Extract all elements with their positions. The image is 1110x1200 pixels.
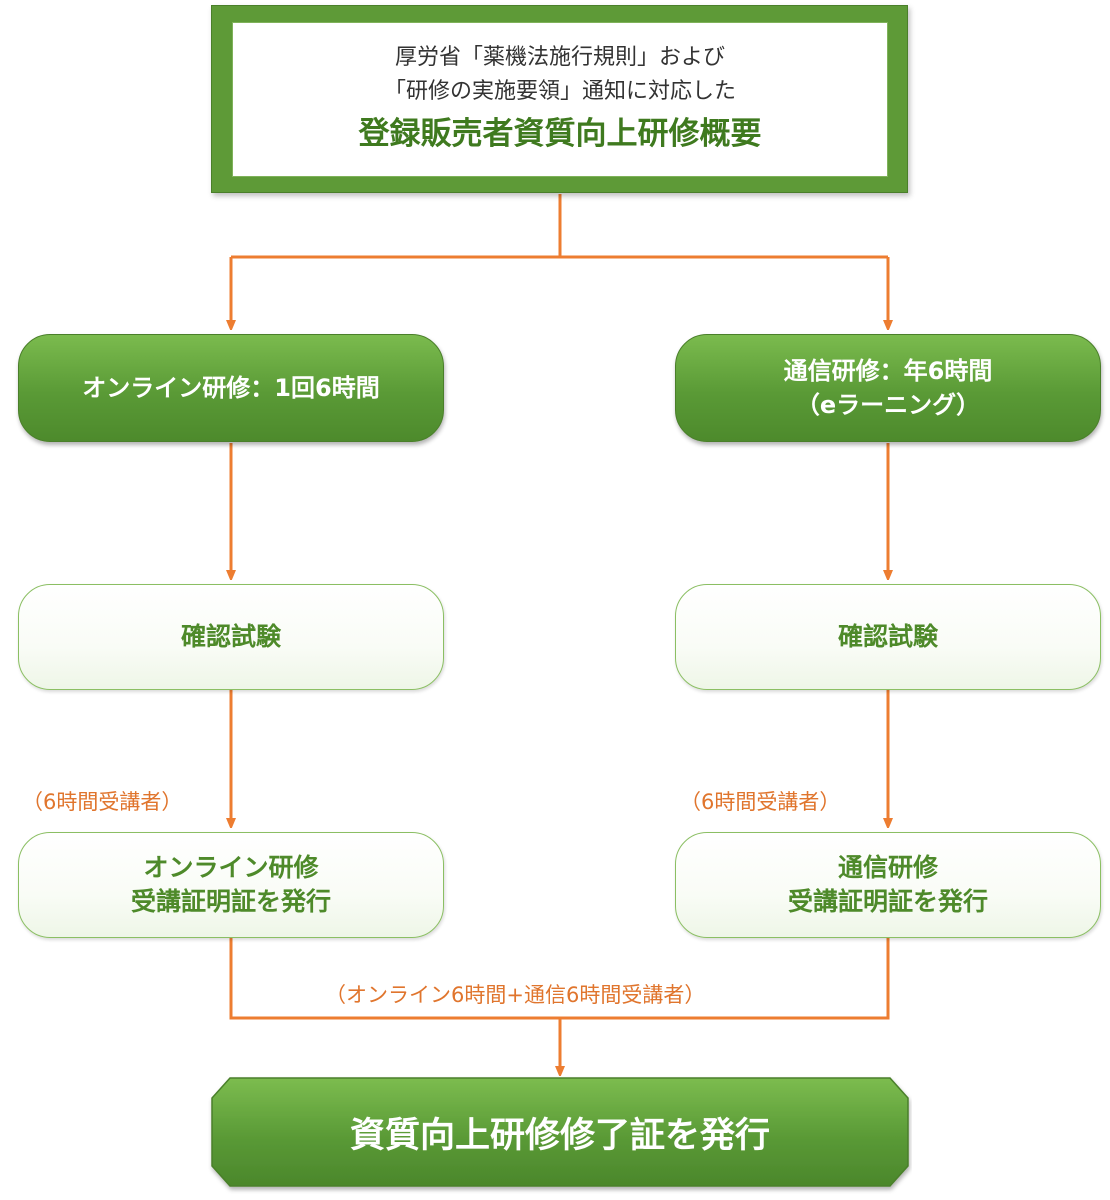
left-certificate-line-2: 受講証明証を発行: [130, 887, 331, 916]
title-box: 厚労省「薬機法施行規則」および 「研修の実施要領」通知に対応した 登録販売者資質…: [232, 22, 888, 177]
left-attendee-note: （6時間受講者）: [22, 790, 183, 814]
combined-attendee-note: （オンライン6時間+通信6時間受講者）: [325, 983, 706, 1007]
correspondence-training-header: 通信研修：年6時間 （eラーニング）: [675, 334, 1101, 442]
online-training-header: オンライン研修：1回6時間: [18, 334, 444, 442]
right-exam-label: 確認試験: [837, 622, 938, 651]
left-certificate-box: オンライン研修 受講証明証を発行: [18, 832, 444, 938]
title-line-2: 「研修の実施要領」通知に対応した: [383, 78, 736, 104]
final-certificate-label-box: 資質向上研修修了証を発行: [212, 1078, 908, 1186]
left-exam-label: 確認試験: [180, 622, 281, 651]
right-attendee-note: （6時間受講者）: [680, 790, 841, 814]
correspondence-training-header-line-1: 通信研修：年6時間: [783, 357, 993, 385]
final-certificate-label: 資質向上研修修了証を発行: [349, 1115, 770, 1156]
right-certificate-box: 通信研修 受講証明証を発行: [675, 832, 1101, 938]
title-line-1: 厚労省「薬機法施行規則」および: [394, 44, 725, 70]
right-certificate-line-1: 通信研修: [837, 853, 938, 882]
right-certificate-line-2: 受講証明証を発行: [787, 887, 988, 916]
right-exam-box: 確認試験: [675, 584, 1101, 690]
left-certificate-line-1: オンライン研修: [143, 853, 319, 882]
left-exam-box: 確認試験: [18, 584, 444, 690]
final-banner-shape: [211, 1077, 909, 1187]
title-main: 登録販売者資質向上研修概要: [358, 115, 762, 152]
correspondence-training-header-line-2: （eラーニング）: [795, 391, 981, 419]
online-training-header-label: オンライン研修：1回6時間: [82, 374, 380, 402]
